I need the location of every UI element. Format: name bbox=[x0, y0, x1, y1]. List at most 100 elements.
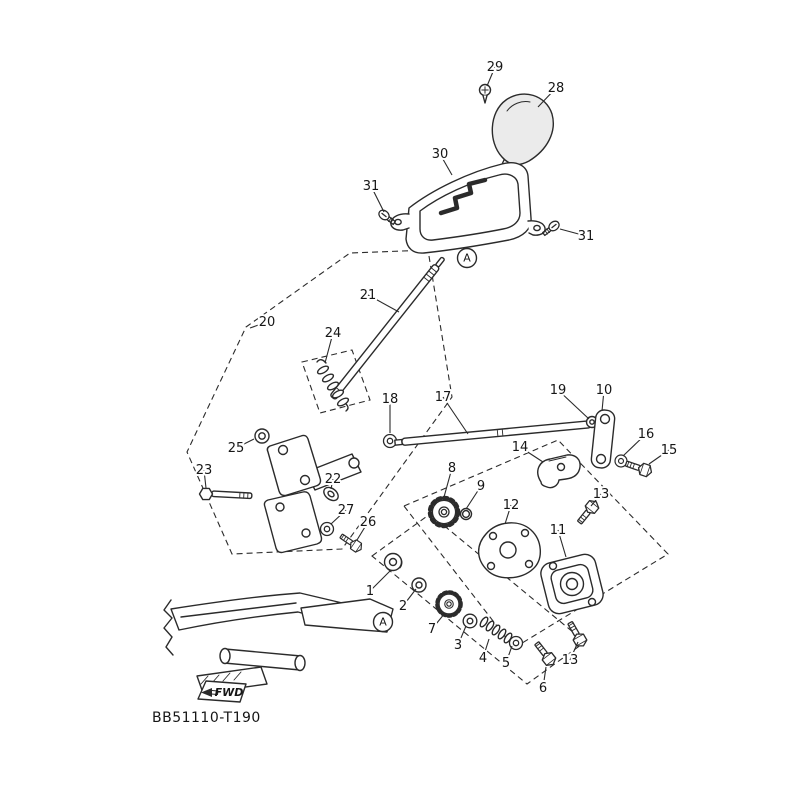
callout-leader-3 bbox=[457, 625, 467, 646]
part-callout-30: 30 bbox=[432, 147, 449, 162]
callout-leader-17 bbox=[442, 396, 469, 435]
collar-1 bbox=[383, 552, 403, 572]
svg-text:A: A bbox=[463, 252, 471, 265]
part-callout-28: 28 bbox=[548, 81, 565, 96]
callout-leader-2 bbox=[402, 588, 417, 607]
callout-leader-10 bbox=[601, 389, 605, 412]
part-callout-5: 5 bbox=[502, 656, 510, 671]
shift-knob bbox=[491, 93, 554, 181]
part-callout-13: 13 bbox=[593, 487, 610, 502]
part-callout-9: 9 bbox=[477, 479, 485, 494]
part-callout-25: 25 bbox=[228, 441, 245, 456]
callout-leader-27 bbox=[330, 509, 347, 525]
sprocket-8 bbox=[430, 498, 458, 526]
part-callout-10: 10 bbox=[596, 383, 613, 398]
bolt-15 bbox=[623, 457, 655, 479]
fwd-arrow-icon bbox=[201, 688, 212, 697]
callout-leader-28 bbox=[537, 87, 557, 108]
callout-leader-13 bbox=[590, 493, 602, 507]
frame-section bbox=[163, 592, 394, 694]
ref-marker-A: A bbox=[372, 611, 394, 633]
part-callout-18: 18 bbox=[382, 392, 399, 407]
callout-leader-8 bbox=[443, 467, 453, 498]
part-callout-22: 22 bbox=[325, 472, 342, 487]
pivot-bolt-23 bbox=[198, 487, 253, 501]
drawing-number: BB51110-T190 bbox=[152, 710, 261, 726]
part-callout-31: 31 bbox=[578, 229, 595, 244]
callout-leader-26 bbox=[356, 521, 369, 541]
gasket-12 bbox=[477, 522, 541, 579]
callout-leader-31 bbox=[370, 185, 385, 213]
shift-gate-slot bbox=[438, 177, 488, 216]
bushing-25 bbox=[254, 428, 270, 444]
callout-leader-12 bbox=[504, 504, 512, 525]
part-callout-24: 24 bbox=[325, 326, 342, 341]
part-callout-20: 20 bbox=[259, 315, 276, 330]
part-callout-1: 1 bbox=[366, 584, 374, 599]
part-callout-4: 4 bbox=[479, 651, 487, 666]
part-callout-23: 23 bbox=[196, 463, 213, 478]
svg-text:A: A bbox=[379, 616, 387, 629]
part-callout-16: 16 bbox=[638, 427, 655, 442]
callout-leader-23 bbox=[203, 469, 207, 489]
callout-leader-19 bbox=[557, 389, 590, 420]
part-callout-3: 3 bbox=[454, 638, 462, 653]
part-callout-21: 21 bbox=[360, 288, 377, 303]
callout-leader-1 bbox=[369, 570, 391, 592]
callout-leader-layer bbox=[203, 66, 670, 689]
bolt-13-upper bbox=[574, 497, 602, 527]
shift-cover-11 bbox=[540, 553, 604, 615]
part-callout-27: 27 bbox=[338, 503, 355, 518]
washer-27 bbox=[319, 521, 335, 537]
o-ring-9 bbox=[459, 507, 473, 521]
part-callout-29: 29 bbox=[487, 60, 504, 75]
return-spring bbox=[316, 359, 350, 412]
part-callout-14: 14 bbox=[512, 440, 529, 455]
part-callout-31: 31 bbox=[363, 179, 380, 194]
fwd-flag: FWD bbox=[197, 680, 247, 703]
part-callout-6: 6 bbox=[539, 681, 547, 696]
collar-2 bbox=[411, 577, 427, 593]
linkage-outline bbox=[403, 439, 669, 649]
shift-rod bbox=[330, 256, 445, 400]
callout-leader-25 bbox=[235, 438, 255, 449]
cable-clamp-14 bbox=[537, 454, 581, 489]
bracket-plates bbox=[263, 434, 323, 554]
part-callout-8: 8 bbox=[448, 461, 456, 476]
callout-leader-16 bbox=[622, 433, 647, 457]
callout-leader-11 bbox=[557, 529, 567, 558]
part-callout-13: 13 bbox=[562, 653, 579, 668]
spring-outline bbox=[301, 349, 371, 414]
sprocket-7 bbox=[435, 590, 463, 618]
callout-leader-20 bbox=[249, 321, 268, 329]
fwd-label: FWD bbox=[215, 686, 244, 699]
callout-leader-15 bbox=[648, 449, 670, 465]
callout-leader-29 bbox=[486, 66, 496, 87]
bolt-6 bbox=[531, 638, 559, 669]
callout-leader-24 bbox=[324, 332, 334, 364]
spring-4 bbox=[479, 616, 513, 644]
part-callout-12: 12 bbox=[503, 498, 520, 513]
link-rod-17 bbox=[394, 420, 592, 446]
callout-leader-22 bbox=[330, 478, 334, 490]
ref-marker-A: A bbox=[456, 247, 478, 269]
callout-leader-13 bbox=[569, 641, 579, 661]
part-callout-26: 26 bbox=[360, 515, 377, 530]
callout-leader-7 bbox=[431, 612, 446, 630]
callout-leader-5 bbox=[505, 645, 513, 664]
callout-leader-4 bbox=[482, 638, 490, 659]
callout-leader-30 bbox=[439, 153, 453, 176]
callout-leader-6 bbox=[542, 666, 547, 689]
part-callout-11: 11 bbox=[550, 523, 567, 538]
part-callout-7: 7 bbox=[428, 622, 436, 637]
part-callout-2: 2 bbox=[399, 599, 407, 614]
knob-screw bbox=[478, 83, 492, 104]
callout-leader-9 bbox=[465, 485, 482, 510]
part-callout-15: 15 bbox=[661, 443, 678, 458]
part-callout-17: 17 bbox=[435, 390, 452, 405]
collar-22 bbox=[323, 486, 339, 502]
ref-marker-layer: AA bbox=[372, 247, 478, 633]
